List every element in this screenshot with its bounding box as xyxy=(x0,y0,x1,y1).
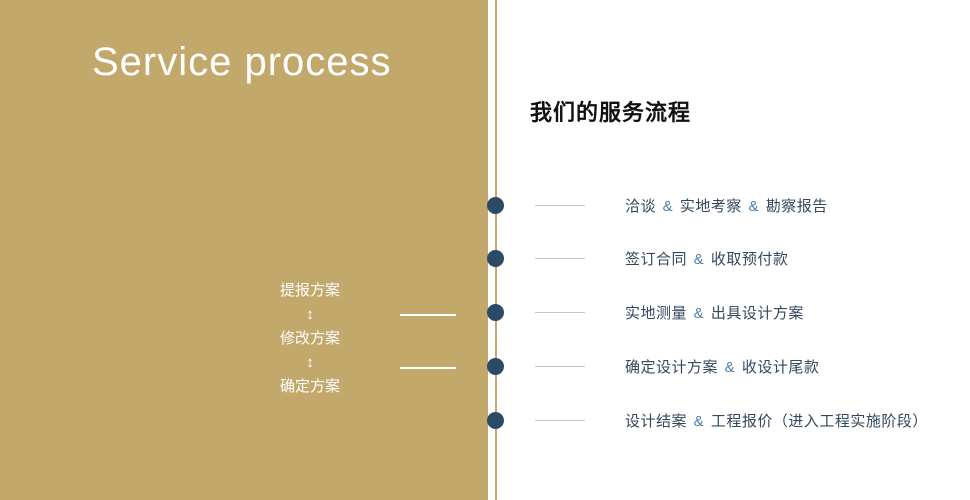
timeline-dot-icon xyxy=(487,411,504,429)
step-label: 洽谈 & 实地考察 & 勘察报告 xyxy=(625,197,828,215)
updown-arrow-icon: ↕ xyxy=(306,354,314,371)
page-title: Service process xyxy=(92,40,392,84)
flow-step: 修改方案 xyxy=(279,330,340,347)
ampersand-accent: & xyxy=(693,412,705,430)
gold-panel: Service process 提报方案 ↕ 修改方案 ↕ 确定方案 xyxy=(0,0,488,500)
flow-step: 确定方案 xyxy=(279,378,340,395)
ampersand-accent: & xyxy=(662,197,674,215)
service-step: 洽谈 & 实地考察 & 勘察报告 xyxy=(535,195,828,215)
step-label: 确定设计方案 & 收设计尾款 xyxy=(625,358,820,376)
service-step: 确定设计方案 & 收设计尾款 xyxy=(535,356,819,376)
timeline-dot-icon xyxy=(487,357,504,375)
ampersand-accent: & xyxy=(724,358,736,376)
service-step: 设计结案 & 工程报价（进入工程实施阶段） xyxy=(535,410,928,430)
flow-connector-line xyxy=(400,314,456,316)
service-step: 实地测量 & 出具设计方案 xyxy=(535,303,804,323)
step-label: 设计结案 & 工程报价（进入工程实施阶段） xyxy=(625,412,928,430)
timeline-divider xyxy=(495,0,497,500)
step-connector-line xyxy=(535,312,585,313)
step-connector-line xyxy=(535,419,585,421)
step-connector-line xyxy=(535,365,585,367)
step-connector-line xyxy=(535,258,585,260)
step-connector-line xyxy=(535,204,585,206)
step-label: 签订合同 & 收取预付款 xyxy=(625,251,789,269)
timeline-dot-icon xyxy=(487,196,504,214)
step-label: 实地测量 & 出具设计方案 xyxy=(625,305,804,322)
timeline-dot-icon xyxy=(487,304,504,321)
service-step: 签订合同 & 收取预付款 xyxy=(535,249,788,269)
ampersand-accent: & xyxy=(693,305,705,322)
flow-connector-line xyxy=(400,367,456,369)
section-heading: 我们的服务流程 xyxy=(530,100,692,125)
ampersand-accent: & xyxy=(693,251,705,269)
updown-arrow-icon: ↕ xyxy=(306,306,314,323)
timeline-dot-icon xyxy=(487,250,504,268)
proposal-flow: 提报方案 ↕ 修改方案 ↕ 确定方案 xyxy=(255,283,365,403)
flow-step: 提报方案 xyxy=(279,282,340,299)
ampersand-accent: & xyxy=(748,197,760,215)
